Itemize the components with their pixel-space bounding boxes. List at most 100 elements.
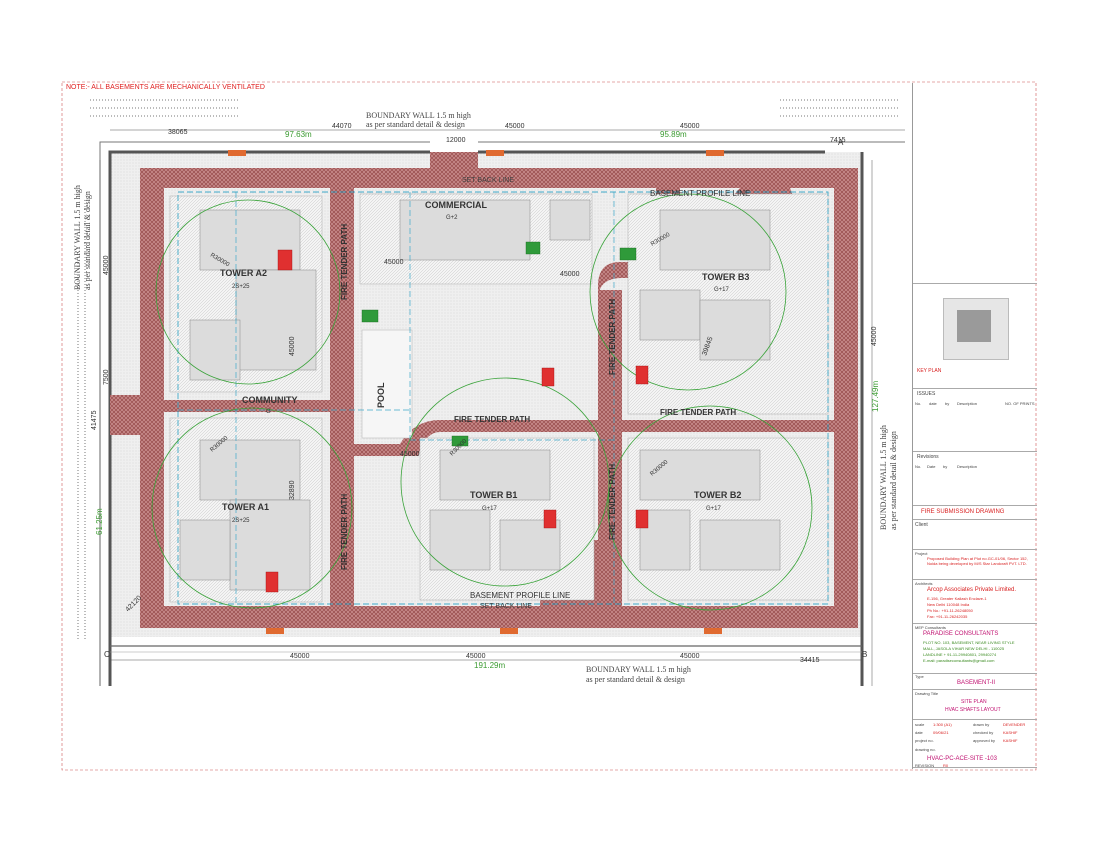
dim-bottom-green: 191.29m (474, 661, 505, 670)
label-fire-path-4: FIRE TENDER PATH (608, 464, 617, 540)
basement-profile-line (177, 191, 829, 605)
boundary-wall (108, 150, 864, 686)
dim-bottom-corner: 34415 (800, 657, 820, 664)
key-plan-building (957, 310, 991, 342)
label-tower-a2: TOWER A2 (220, 268, 267, 278)
dim-top-green-right: 95.89m (660, 130, 687, 139)
checked-label: checked by (973, 730, 994, 735)
dim-left-green: 61.25m (95, 508, 104, 535)
drawing-title-2: HVAC SHAFTS LAYOUT (945, 707, 1001, 713)
rev-col-date: Date (927, 464, 936, 469)
dim-top-left: 38065 (168, 129, 188, 136)
label-tower-b3: TOWER B3 (702, 272, 749, 282)
label-commercial: COMMERCIAL (425, 200, 487, 210)
label-tower-a1: TOWER A1 (222, 502, 269, 512)
parking-marks (77, 99, 900, 640)
label-setback-bottom: SET BACK LINE (480, 603, 532, 610)
pool-area (361, 329, 413, 439)
revision-label: REVISION (915, 763, 935, 768)
projno-label: project no. (915, 738, 934, 743)
dim-left-v1: 45000 (103, 255, 110, 275)
revisions-section: Revisions No. Date by Description (913, 451, 1037, 504)
dim-top-corner: 7415 (830, 137, 846, 144)
date-value: 09/06/21 (933, 730, 949, 735)
corner-c: C (104, 650, 110, 659)
label-community-floors: G (266, 409, 271, 415)
submission-label: FIRE SUBMISSION DRAWING (921, 509, 1005, 515)
approved-label: approved by (973, 738, 996, 743)
label-tower-a1-floors: 2S+25 (232, 518, 250, 524)
dim-top-gate: 12000 (446, 137, 466, 144)
corner-b: B (862, 650, 867, 659)
boundary-wall-bottom-1: BOUNDARY WALL 1.5 m high (586, 665, 691, 674)
issues-label: ISSUES (917, 391, 936, 397)
dim-right-green: 127.49m (871, 381, 880, 412)
drawn-value: DEVENDER (1003, 722, 1026, 727)
meta-section: scale 1:300 (A1) drawn by DEVENDER date … (913, 719, 1037, 768)
mep-name: PARADISE CONSULTANTS (923, 631, 999, 637)
architect-addr-2: New Delhi 110048 India (927, 602, 970, 607)
label-tower-b1: TOWER B1 (470, 490, 517, 500)
dim-top-mid: 44070 (332, 123, 352, 130)
dim-right-v: 45000 (871, 326, 878, 346)
dim-bottom-right: 45000 (680, 653, 700, 660)
dim-top-right2: 45000 (680, 123, 700, 130)
mep-addr-2: MALL, JASOLA VIHAR NEW DELHI - 110025 (923, 646, 1005, 651)
road-vertical-left (330, 186, 354, 608)
issues-col-by: by (945, 401, 950, 406)
title-block: KEY PLAN ISSUES No. date by Description … (912, 83, 1037, 769)
boundary-wall-top-1: BOUNDARY WALL 1.5 m high (366, 111, 471, 120)
label-community: COMMUNITY (242, 395, 298, 405)
project-text: Proposed Building Plan at Plot no.GC-01/… (927, 556, 1028, 566)
rev-col-by: by (943, 464, 948, 469)
architect-name: Arcop Associates Private Limited. (927, 587, 1017, 593)
building-footprints (179, 199, 781, 591)
boundary-wall-bottom-2: as per standard detail & design (586, 675, 685, 684)
key-plan-label: KEY PLAN (917, 368, 942, 374)
client-section: Client (913, 519, 1037, 550)
label-tower-a2-floors: 2S+25 (232, 284, 250, 290)
road-vertical-mid2 (598, 290, 622, 608)
boundary-wall-right-1: BOUNDARY WALL 1.5 m high (879, 425, 888, 530)
mep-addr-4: E-mail: paradiseconsultants@gmail.com (923, 658, 995, 663)
ventilation-note: NOTE:- ALL BASEMENTS ARE MECHANICALLY VE… (66, 84, 265, 91)
drawing-no: HVAC-PC-ACE-SITE -103 (927, 756, 997, 762)
mep-label: MEP Consultants (915, 625, 946, 630)
road-horizontal (354, 420, 834, 456)
revision-value: R0 (943, 763, 949, 768)
architect-addr-1: E-156, Greater Kailash Enclave-1 (927, 596, 987, 601)
entry-markers (228, 150, 724, 634)
sheet-border (61, 81, 1037, 771)
label-basement-profile-top: BASEMENT PROFILE LINE (650, 189, 750, 198)
fire-radius-circles (151, 193, 813, 611)
dim-bottom-left: 45000 (290, 653, 310, 660)
boundary-wall-left-1: BOUNDARY WALL 1.5 m high (73, 185, 82, 290)
architects-label: Architects (915, 581, 933, 586)
label-tower-b3-floors: G+17 (714, 287, 730, 293)
label-pool: POOL (376, 382, 386, 408)
boundary-wall-top-2: as per standard detail & design (366, 120, 465, 129)
dim-left-v3: 41475 (91, 410, 98, 430)
architect-addr-3: Ph No.: +91-11-26248050 (927, 608, 973, 613)
rev-col-desc: Description (957, 464, 978, 469)
dim-commercial-v: 45000 (384, 259, 404, 266)
dim-top-right: 45000 (505, 123, 525, 130)
boundary-wall-left-2: as per standard detail & design (83, 191, 92, 290)
project-label: Project (915, 551, 928, 556)
submission-section: FIRE SUBMISSION DRAWING (913, 505, 1037, 520)
architect-addr-4: Fax: +91-11-26242035 (927, 614, 968, 619)
dim-top-green-left: 97.63m (285, 130, 312, 139)
label-fire-path-3: FIRE TENDER PATH (608, 299, 617, 375)
approved-value: KASHIF (1003, 738, 1018, 743)
scale-value: 1:300 (A1) (933, 722, 952, 727)
label-setback-top: SET BACK LINE (462, 177, 514, 184)
architect-section: Architects Arcop Associates Private Limi… (913, 579, 1037, 624)
type-section: Type BASEMENT-II (913, 673, 1037, 690)
drawn-label: drawn by (973, 722, 990, 727)
label-commercial-floors: G+2 (446, 215, 458, 221)
revisions-label: Revisions (917, 454, 939, 460)
type-value: BASEMENT-II (957, 680, 996, 686)
key-plan-box: KEY PLAN (913, 283, 1037, 384)
label-tower-b1-floors: G+17 (482, 506, 498, 512)
